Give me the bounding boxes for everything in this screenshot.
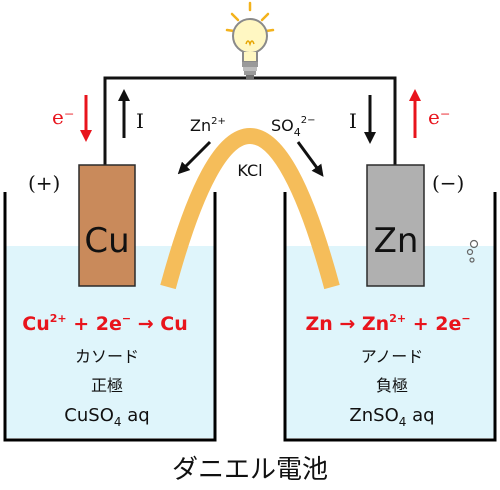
zinc-sulfate-label: ZnSO4 aq	[349, 405, 434, 429]
right-electron-label: e⁻	[428, 105, 450, 129]
left-current-label: I	[136, 109, 144, 133]
zinc-electrode	[366, 164, 425, 287]
copper-symbol: Cu	[84, 221, 129, 261]
salt-bridge-label: KCl	[237, 161, 262, 180]
copper-sulfate-tail: aq	[122, 405, 150, 426]
zinc-ion-base: Zn	[190, 116, 211, 135]
copper-sulfate-label: CuSO4 aq	[64, 405, 149, 429]
light-bulb-icon	[225, 1, 275, 79]
zinc-ion-arrow-icon	[177, 140, 212, 175]
positive-pole-label: 正極	[91, 376, 123, 395]
cathode-label: カソード	[75, 347, 139, 366]
left-polarity: (+)	[28, 171, 60, 195]
zinc-sulfate-tail: aq	[406, 405, 434, 426]
cathode-reaction: Cu2+ + 2e− → Cu	[22, 312, 187, 335]
cathode-reaction-part1: Cu	[22, 313, 49, 335]
sulfate-ion-arrow-icon	[296, 141, 324, 177]
zinc-sulfate-base: ZnSO	[349, 405, 398, 426]
cathode-reaction-part3: → Cu	[131, 313, 188, 335]
bubble-icon	[466, 239, 479, 263]
copper-electrode	[78, 164, 136, 287]
cathode-reaction-sup1: 2+	[50, 312, 67, 325]
copper-sulfate-subscript: 4	[114, 415, 122, 429]
diagram-title: ダニエル電池	[172, 455, 328, 485]
sulfate-ion-label: SO42−	[271, 115, 316, 139]
right-beaker	[283, 192, 497, 442]
anode-reaction-part1: Zn → Zn	[305, 313, 389, 335]
sulfate-ion-base: SO	[271, 116, 294, 135]
zinc-symbol: Zn	[374, 221, 419, 261]
anode-reaction: Zn → Zn2+ + 2e−	[305, 312, 470, 335]
right-polarity: (−)	[432, 171, 464, 195]
sulfate-ion-subscript: 4	[294, 126, 301, 139]
negative-pole-label: 負極	[376, 376, 408, 395]
left-electron-label: e⁻	[52, 105, 74, 129]
left-beaker	[3, 192, 217, 442]
sulfate-ion-charge: 2−	[301, 115, 316, 126]
anode-label: アノード	[361, 347, 424, 366]
zinc-sulfate-subscript: 4	[399, 415, 407, 429]
anode-reaction-sup2: −	[461, 312, 470, 325]
copper-sulfate-base: CuSO	[64, 405, 114, 426]
anode-reaction-part2: + 2e	[406, 313, 461, 335]
anode-reaction-sup1: 2+	[389, 312, 406, 325]
salt-bridge	[160, 128, 340, 290]
right-current-label: I	[349, 109, 357, 133]
zinc-ion-charge: 2+	[211, 116, 226, 127]
zinc-ion-label: Zn2+	[190, 116, 226, 135]
cathode-reaction-sup2: −	[122, 312, 131, 325]
cathode-reaction-part2: + 2e	[67, 313, 122, 335]
